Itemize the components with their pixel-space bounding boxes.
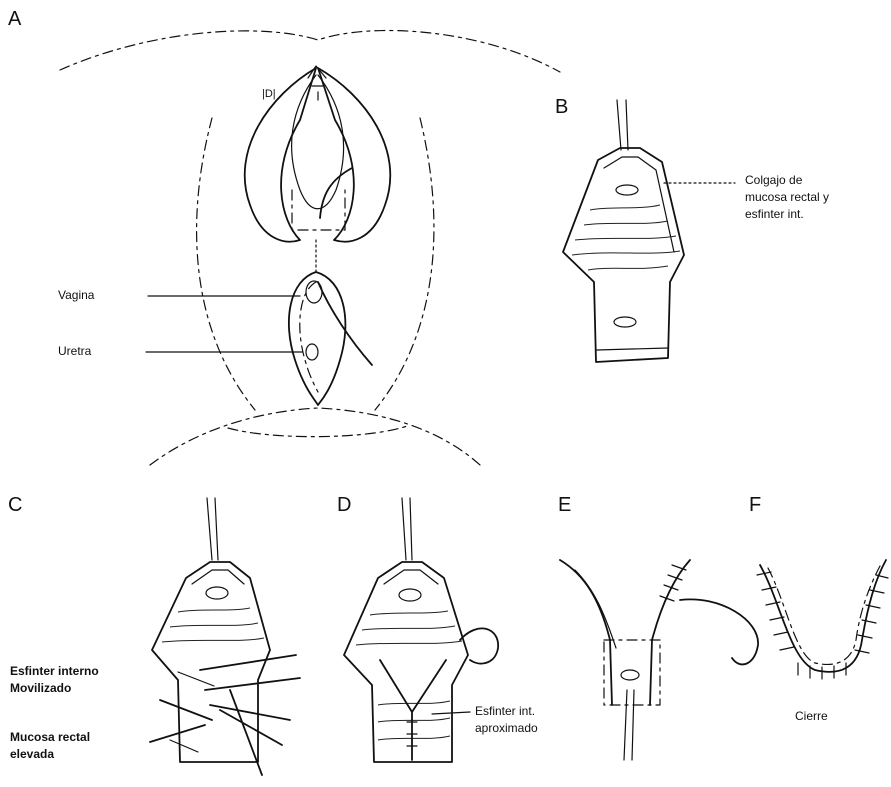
panel-c-letter: C bbox=[8, 494, 22, 517]
urethra-label: Uretra bbox=[58, 343, 91, 360]
panel-a-mark-label: |D| bbox=[262, 86, 276, 103]
panel-b-drawing bbox=[563, 100, 735, 362]
panel-e-drawing bbox=[560, 560, 758, 760]
panel-b-catheter bbox=[617, 100, 628, 150]
panel-d-upper-opening bbox=[399, 589, 421, 601]
panel-c-internal-line-2: Movilizado bbox=[10, 680, 99, 697]
panel-d-flap-outline bbox=[344, 562, 468, 762]
panel-a-thigh-right bbox=[375, 118, 434, 410]
panel-b-upper-opening bbox=[616, 185, 638, 195]
panel-c-internal-leader bbox=[178, 672, 214, 686]
panel-c-mucosa-label: Mucosa rectal elevada bbox=[10, 729, 90, 763]
panel-c-hatching bbox=[162, 608, 264, 642]
panel-a-perineal-opening bbox=[289, 272, 346, 405]
panel-a-urethral-orifice bbox=[306, 344, 318, 360]
panel-e-letter: E bbox=[558, 494, 571, 517]
panel-a-buttock-outline bbox=[60, 31, 560, 72]
panel-f-drawing bbox=[757, 560, 888, 679]
panel-f-letter: F bbox=[749, 494, 761, 517]
panel-c-mucosa-line-1: Mucosa rectal bbox=[10, 729, 90, 746]
panel-d-hatching bbox=[356, 611, 462, 740]
panel-c-internal-line-1: Esfinter interno bbox=[10, 663, 99, 680]
panel-d-leader bbox=[432, 712, 470, 714]
panel-a-opening-inner bbox=[300, 282, 318, 392]
panel-e-right-wall bbox=[650, 560, 690, 705]
panel-d-label: Esfinter int. aproximado bbox=[475, 703, 538, 737]
panel-d-label-line-2: aproximado bbox=[475, 720, 538, 737]
panel-f-inner-line bbox=[768, 566, 880, 664]
panel-a-labia-left bbox=[245, 68, 316, 242]
panel-a-buttock-bottom bbox=[150, 408, 480, 465]
panel-f-label: Cierre bbox=[795, 708, 828, 725]
panel-a-lower-curve bbox=[228, 425, 410, 437]
panel-b-label-line-3: esfinter int. bbox=[745, 206, 829, 223]
panel-e-suture-thread bbox=[680, 599, 758, 664]
panel-b-flap-outline bbox=[563, 148, 684, 362]
panel-a-labia-right bbox=[318, 68, 390, 242]
panel-d-catheter bbox=[402, 498, 412, 560]
panel-a-catheter-upper bbox=[320, 168, 352, 218]
vagina-label: Vagina bbox=[58, 287, 94, 304]
panel-d-label-line-1: Esfinter int. bbox=[475, 703, 538, 720]
panel-e-opening bbox=[621, 670, 639, 680]
panel-a-vestibule bbox=[292, 190, 345, 230]
panel-b-lower-opening bbox=[614, 317, 636, 327]
panel-f-closure-stitches bbox=[757, 572, 888, 679]
panel-d-letter: D bbox=[337, 494, 351, 517]
panel-c-flap-inner bbox=[192, 570, 244, 584]
panel-c-upper-opening bbox=[206, 587, 228, 599]
panel-b-hatching bbox=[572, 205, 680, 270]
panel-c-mucosa-leader bbox=[170, 740, 198, 752]
panel-b-label-line-1: Colgajo de bbox=[745, 172, 829, 189]
panel-a-letter: A bbox=[8, 8, 21, 31]
panel-e-catheter bbox=[624, 690, 634, 760]
panel-b-label: Colgajo de mucosa rectal y esfinter int. bbox=[745, 172, 829, 223]
panel-d-flap-inner bbox=[384, 570, 438, 584]
panel-b-letter: B bbox=[555, 96, 568, 119]
panel-a-drawing bbox=[60, 31, 560, 465]
panel-c-catheter bbox=[207, 498, 218, 560]
panel-b-label-line-2: mucosa rectal y bbox=[745, 189, 829, 206]
panel-c-mucosa-line-2: elevada bbox=[10, 746, 90, 763]
panel-c-drawing bbox=[150, 498, 300, 775]
panel-b-bottom-band bbox=[597, 348, 668, 350]
panel-c-internal-label: Esfinter interno Movilizado bbox=[10, 663, 99, 697]
panel-f-closure-outline bbox=[760, 560, 886, 672]
panel-d-v-approximation bbox=[380, 660, 446, 760]
